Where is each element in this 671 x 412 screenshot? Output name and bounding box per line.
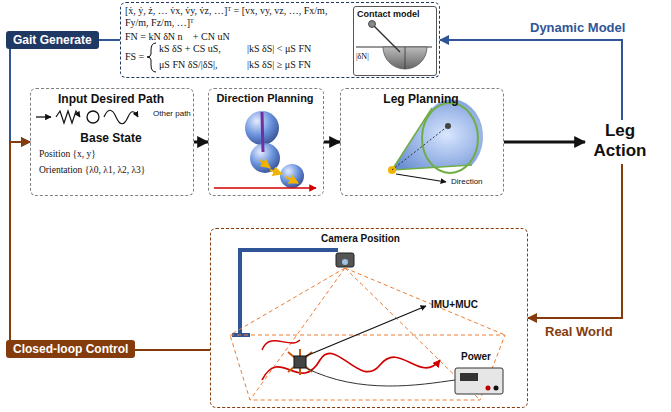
model-panel: [ẋ, ẏ, ż, … v̇x, v̇y, v̇z, …]ᵀ = [vx, vy… xyxy=(120,2,440,78)
loop-label: Real World xyxy=(545,324,613,340)
equation: FS = xyxy=(125,51,144,63)
input-box: Input Desired PathOther pathBase StatePo… xyxy=(30,88,194,196)
direction-box: Direction Planning xyxy=(208,88,324,196)
loop-tag: Closed-loop Control xyxy=(6,340,135,358)
box-title: Direction Planning xyxy=(209,92,321,105)
dimension-label: |δN| xyxy=(356,52,369,61)
action-label: Leg Action xyxy=(585,121,655,162)
box-title: Leg Planning xyxy=(341,92,501,106)
state-text: Orientation {λ0, λ1, λ2, λ3} xyxy=(39,165,145,176)
part-label: IMU+MUC xyxy=(431,299,478,311)
flow-arrow xyxy=(10,142,210,350)
real-world-box: Camera PositionIMU+MUC Power xyxy=(210,228,528,408)
leg-action-node: Leg Action xyxy=(585,120,659,164)
state-text: Position {x, y} xyxy=(39,149,96,160)
loop-label: Dynamic Model xyxy=(530,20,625,36)
flow-arrow xyxy=(324,141,340,144)
flow-arrow xyxy=(194,141,208,144)
equation: |kS δS| < μS FN xyxy=(247,43,311,55)
equation: μS FN δS/|δS|, xyxy=(159,59,218,71)
leg-planning-box: Leg PlanningDirection xyxy=(340,88,504,196)
equation: [ẋ, ẏ, ż, … v̇x, v̇y, v̇z, …]ᵀ = [vx, vy… xyxy=(125,5,351,29)
flow-arrow xyxy=(440,40,622,120)
part-label: Camera Position xyxy=(321,233,400,245)
note: Other path xyxy=(153,109,191,119)
part-label: Power xyxy=(461,351,491,363)
flow-arrow xyxy=(10,40,120,142)
flow-arrow xyxy=(528,164,622,318)
equation: |kS δS| ≥ μS FN xyxy=(247,59,311,71)
box-title: Input Desired Path xyxy=(31,92,191,106)
equation: FN = kN δN n⃗ + CN uN xyxy=(125,31,230,43)
equation: kS δS + CS uS, xyxy=(159,43,221,55)
contact-model-box: Contact model xyxy=(353,6,437,76)
flow-arrow xyxy=(504,141,585,144)
box-title: Base State xyxy=(31,131,191,145)
box-title: Contact model xyxy=(357,9,420,20)
loop-tag: Gait Generate xyxy=(6,31,99,49)
direction-label: Direction xyxy=(451,177,483,187)
